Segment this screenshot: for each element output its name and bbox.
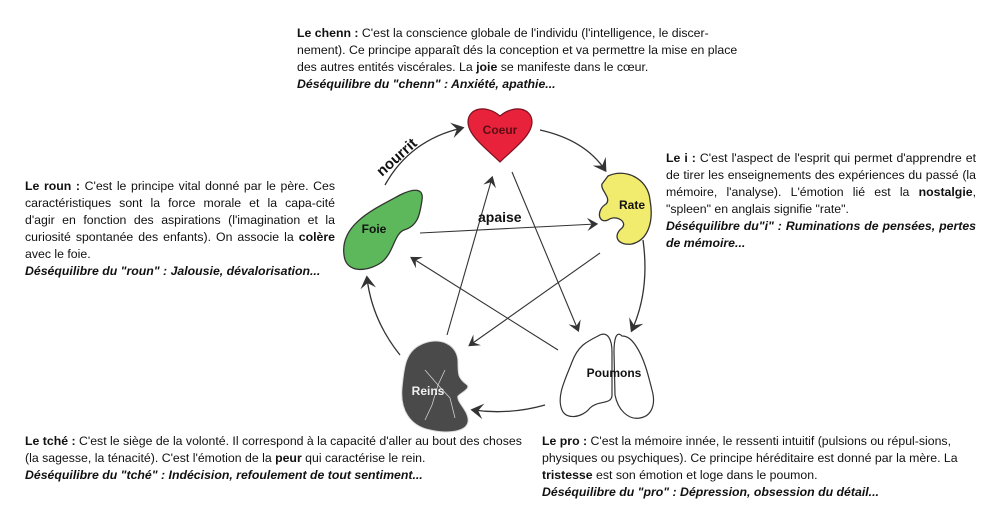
block-title: Le i :: [666, 151, 696, 165]
organ-coeur: Coeur: [467, 108, 533, 163]
text-block-tche: Le tché : C'est le siège de la volonté. …: [25, 433, 525, 484]
organ-reins: Reins: [401, 340, 469, 433]
star-reins-coeur: [446, 175, 496, 336]
block-text: C'est la mémoire innée, le ressenti intu…: [542, 434, 958, 465]
imbalance-text: Déséquilibre du "roun" : Jalousie, déval…: [25, 264, 321, 278]
block-title: Le roun :: [25, 179, 80, 193]
text-block-i: Le i : C'est l'aspect de l'esprit qui pe…: [666, 150, 976, 252]
block-text: C'est la conscience globale de l'individ…: [297, 26, 738, 74]
arc-rate-poumons: [629, 239, 646, 333]
heart-icon: [467, 108, 533, 163]
emotion-keyword: joie: [476, 60, 498, 74]
emotion-keyword: colère: [298, 230, 335, 244]
imbalance-text: Déséquilibre du "chenn" : Anxiété, apath…: [297, 77, 556, 91]
arc-foie-coeur: [384, 122, 465, 186]
apaise-star: [410, 171, 601, 351]
organ-label-coeur: Coeur: [483, 123, 518, 137]
block-title: Le chenn :: [297, 26, 359, 40]
text-block-pro: Le pro : C'est la mémoire innée, le ress…: [542, 433, 992, 501]
organ-foie: Foie: [343, 189, 423, 271]
imbalance-text: Déséquilibre du "pro" : Dépression, obse…: [542, 485, 879, 499]
edge-label-apaise: apaise: [478, 209, 522, 225]
emotion-keyword: tristesse: [542, 468, 593, 482]
block-text: se manifeste dans le cœur.: [497, 60, 649, 74]
kidney-icon: [401, 340, 469, 433]
text-block-roun: Le roun : C'est le principe vital donné …: [25, 178, 335, 280]
kidney-veins: [424, 369, 456, 421]
star-coeur-poumons: [511, 171, 581, 333]
block-text: avec le foie.: [25, 247, 91, 261]
block-text: C'est le siège de la volonté. Il corresp…: [25, 434, 522, 465]
block-text: C'est le principe vital donné par le pèr…: [25, 179, 335, 244]
star-rate-reins: [468, 252, 601, 347]
block-text: qui caractérise le rein.: [301, 451, 426, 465]
arc-coeur-rate: [539, 129, 607, 173]
imbalance-text: Déséquilibre du"i" : Ruminations de pens…: [666, 219, 976, 250]
organ-label-foie: Foie: [362, 222, 387, 236]
organ-label-rate: Rate: [619, 198, 645, 212]
arc-poumons-reins: [470, 403, 546, 420]
star-foie-rate: [419, 217, 599, 234]
emotion-keyword: peur: [275, 451, 302, 465]
block-text: C'est l'aspect de l'esprit qui permet d'…: [666, 151, 976, 199]
lungs-icon-right: [613, 333, 655, 419]
liver-icon: [343, 189, 423, 271]
block-title: Le tché :: [25, 434, 76, 448]
spleen-icon: [598, 172, 652, 245]
star-poumons-foie: [410, 256, 559, 351]
organ-label-reins: Reins: [412, 384, 445, 398]
block-text: , "spleen" en anglais signifie "rate".: [666, 185, 976, 216]
organ-poumons: Poumons: [559, 333, 655, 419]
text-block-chenn: Le chenn : C'est la conscience globale d…: [297, 25, 752, 93]
arc-reins-foie: [360, 275, 401, 356]
emotion-keyword: nostalgie: [918, 185, 973, 199]
block-text: est son émotion et loge dans le poumon.: [592, 468, 818, 482]
organ-label-poumons: Poumons: [587, 366, 642, 380]
edge-label-nourrit: nourrit: [373, 135, 420, 180]
nourrit-cycle: [360, 122, 646, 420]
lungs-icon-left: [559, 333, 613, 418]
organ-rate: Rate: [598, 172, 652, 245]
block-title: Le pro :: [542, 434, 588, 448]
imbalance-text: Déséquilibre du "tché" : Indécision, ref…: [25, 468, 423, 482]
